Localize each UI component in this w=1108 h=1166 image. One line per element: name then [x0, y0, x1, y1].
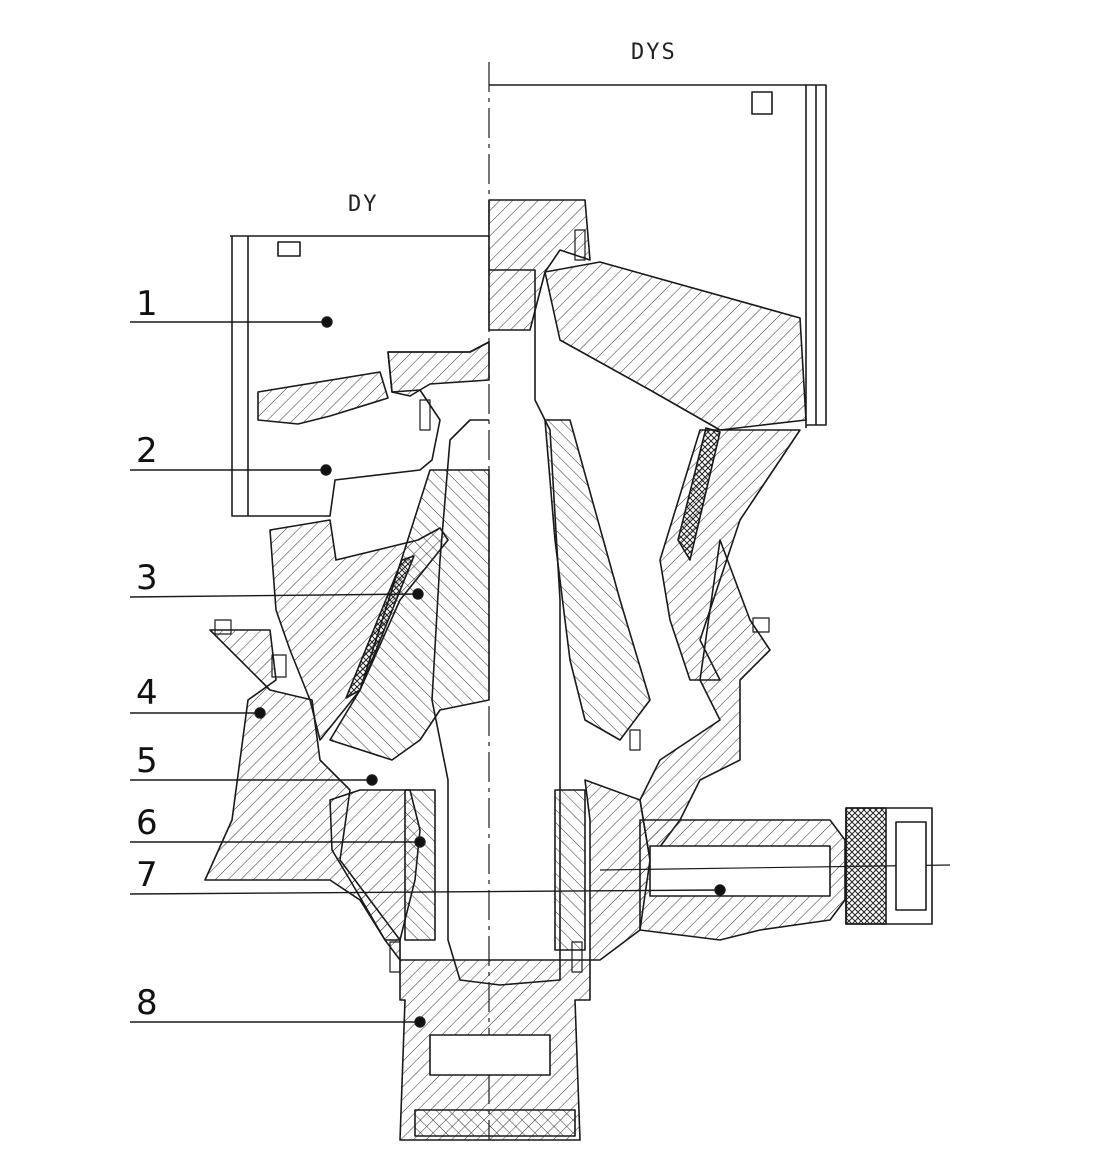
left-mantle: [329, 469, 490, 761]
callout-5: 5: [136, 741, 158, 781]
callout-2-leader: [130, 464, 332, 476]
left-hopper-plate: [277, 241, 301, 257]
callout-6-leader: [130, 836, 426, 848]
bolt-marks: [214, 229, 770, 973]
right-eccentric: [554, 789, 586, 951]
base-cavity: [429, 1034, 551, 1076]
callout-3: 3: [136, 558, 158, 598]
callout-5-leader: [130, 774, 378, 786]
variant-label-dys: DYS: [631, 40, 677, 65]
variant-label-dy: DY: [348, 192, 379, 217]
main-shaft: [431, 269, 561, 986]
callout-8-leader: [130, 1016, 426, 1028]
callout-2: 2: [136, 431, 158, 471]
callout-4: 4: [136, 673, 158, 713]
callout-4-leader: [130, 707, 266, 719]
callout-8: 8: [136, 983, 158, 1023]
left-distributor: [257, 371, 389, 425]
callout-7: 7: [136, 855, 158, 895]
callout-1-leader: [130, 316, 333, 328]
left-eccentric-bushing: [404, 789, 436, 941]
right-distributor-cone: [544, 261, 807, 431]
callout-6: 6: [136, 803, 158, 843]
callout-7-leader: [129, 884, 726, 896]
right-feed-hopper: [489, 84, 827, 428]
right-hopper-plate: [751, 91, 773, 115]
callout-3-leader: [129, 588, 424, 600]
countershaft: [649, 845, 831, 897]
right-concave-liner: [677, 427, 721, 561]
base-bottom-plate: [414, 1109, 576, 1137]
right-mantle: [544, 419, 651, 741]
callout-1: 1: [136, 284, 158, 324]
left-upper-frame-fill: [387, 341, 490, 397]
right-top-frame: [488, 199, 591, 331]
